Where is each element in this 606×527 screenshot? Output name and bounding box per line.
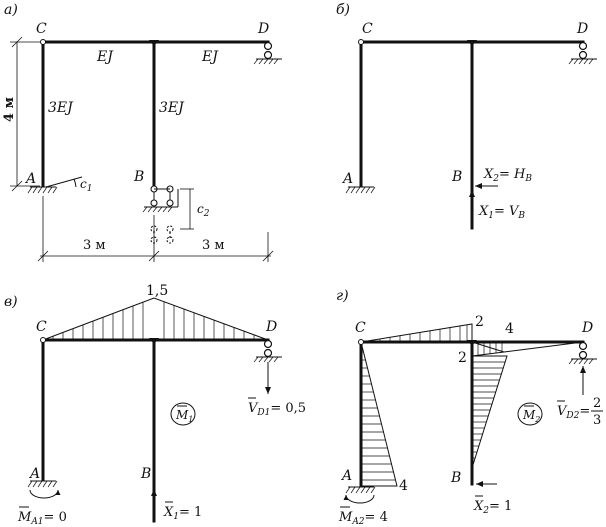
unit-force-x2-label: X2= 1 — [473, 499, 512, 516]
node-a-d: A — [340, 468, 352, 484]
roller-support-d-c — [253, 339, 282, 363]
panel-c-label: в) — [4, 294, 18, 310]
support-b-with-displacement — [142, 185, 194, 244]
node-b-d: B — [450, 470, 461, 486]
rigid-joint-a — [149, 40, 159, 46]
node-b-b: B — [451, 169, 462, 185]
moment-diagram-m2-beam-left-hatch — [379, 324, 468, 342]
settlement-c2-label: c2 — [197, 202, 210, 219]
node-a-a: A — [24, 171, 36, 187]
reaction-vd2-label: VD2= — [557, 404, 590, 421]
dim-span-right-3m: 3 м — [202, 238, 225, 253]
node-d-d: D — [581, 320, 593, 336]
unknown-x1-label: X1= VB — [478, 204, 525, 221]
moment-diagram-m2-beam-left — [360, 323, 473, 343]
reaction-ma2-label: MA2= 4 — [338, 510, 388, 527]
stiffness-3ej-left: 3EJ — [48, 100, 74, 116]
diagram-m1-circle — [170, 402, 196, 426]
hinge-c-b — [358, 39, 364, 45]
stiffness-3ej-mid: 3EJ — [159, 100, 185, 116]
moment-diagram-m2-column-left-hatch — [361, 351, 396, 481]
panel-d-label: г) — [336, 288, 349, 304]
panel-c: в) — [4, 283, 306, 527]
moment-diagram-m2-column-mid-hatch — [472, 361, 506, 459]
value-base-a-4: 4 — [399, 478, 408, 494]
reaction-vd1-label: VD1= 0,5 — [248, 401, 306, 418]
node-b-c: B — [140, 466, 151, 482]
node-d-c: D — [265, 319, 277, 335]
fixed-support-a-c — [27, 480, 58, 488]
node-b-a: B — [133, 169, 144, 185]
node-a-c: A — [28, 466, 40, 482]
hinge-c-d — [358, 339, 364, 345]
rigid-joint-d — [467, 340, 477, 346]
fixed-support-a-d — [345, 486, 376, 494]
roller-support-d-a — [253, 41, 282, 65]
node-c-b: C — [362, 21, 373, 37]
fixed-support-a-a — [27, 186, 58, 194]
settlement-c1-label: c1 — [80, 177, 92, 194]
stiffness-ej-left: EJ — [96, 49, 114, 65]
value-top-left-2: 2 — [475, 314, 484, 330]
value-top-right-4: 4 — [505, 321, 514, 337]
moment-diagram-m1-hatch — [52, 301, 264, 340]
moment-diagram-m2-column-mid — [471, 355, 508, 469]
peak-value-1-5: 1,5 — [146, 283, 168, 299]
dimension-lines-a — [10, 36, 274, 262]
reaction-ma2-moment-arrow — [343, 494, 375, 504]
unit-force-x1-label: X1= 1 — [163, 505, 202, 522]
node-c-d: C — [355, 320, 366, 336]
hinge-c-a — [40, 39, 46, 45]
node-c-a: C — [36, 21, 47, 37]
rigid-joint-c — [149, 338, 159, 344]
node-c-c: C — [36, 319, 47, 335]
rigid-joint-b — [467, 40, 477, 46]
panel-b: б) C D A B X2= HB X1= VB — [336, 2, 597, 230]
roller-support-d-b — [568, 41, 597, 65]
diagram-m2-label: M2 — [522, 408, 540, 424]
unknown-x2-label: X2= HB — [483, 167, 532, 184]
reaction-ma1-moment-arrow — [29, 489, 61, 499]
node-a-b: A — [341, 171, 353, 187]
value-mid-col-2: 2 — [458, 350, 467, 366]
diagram-m2-circle — [517, 402, 543, 426]
node-d-a: D — [257, 21, 269, 37]
panel-d: г) — [336, 288, 603, 527]
panel-a: а) c1 — [2, 2, 282, 262]
panel-a-label: а) — [4, 2, 18, 18]
rotation-settlement-c1 — [45, 176, 83, 188]
reaction-vd2-numerator: 2 — [593, 396, 601, 411]
roller-support-d-d — [568, 341, 597, 365]
hinge-c-c — [40, 337, 46, 343]
panel-b-label: б) — [336, 2, 350, 18]
dim-height-4m: 4 м — [2, 97, 17, 122]
moment-diagram-m2-column-left — [360, 341, 398, 487]
moment-diagram-m2-beam-right-edge — [471, 341, 505, 353]
moment-diagram-m2-beam-right — [471, 341, 584, 357]
stiffness-ej-right: EJ — [201, 49, 219, 65]
reaction-ma1-label: MA1= 0 — [17, 510, 67, 527]
node-d-b: D — [576, 21, 588, 37]
reaction-vd2-denominator: 3 — [593, 413, 601, 428]
dim-span-left-3m: 3 м — [83, 238, 106, 253]
fixed-support-a-b — [345, 186, 376, 194]
moment-diagram-m2-beam-right-hatch — [477, 342, 503, 355]
diagram-m1-label: M1 — [175, 408, 193, 424]
